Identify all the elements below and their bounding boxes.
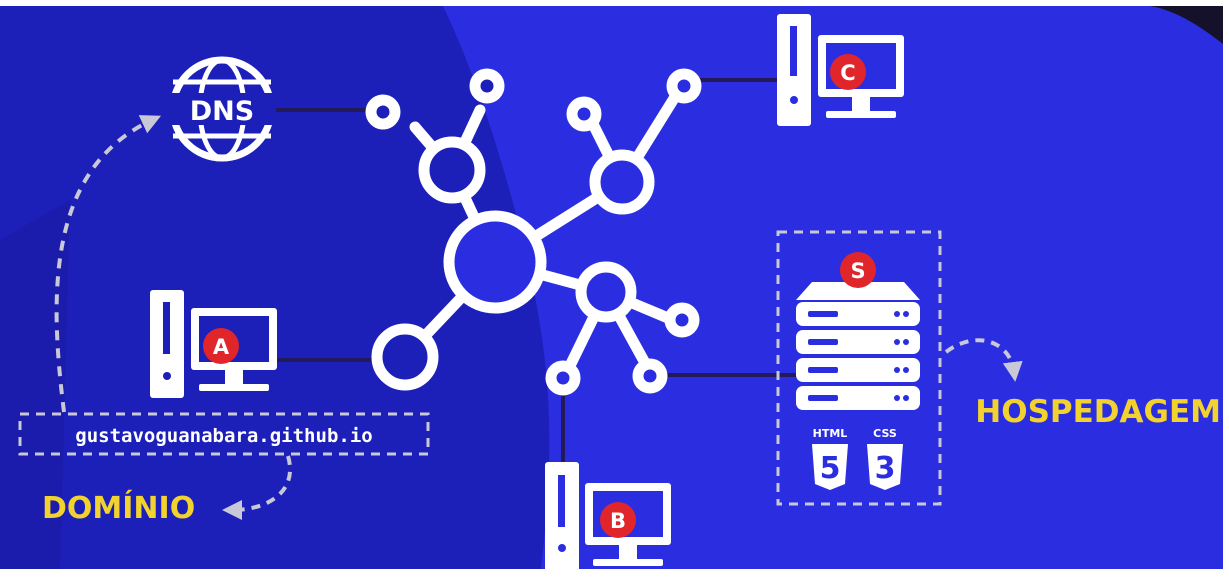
background-blob — [0, 0, 550, 575]
server-group: S HTML 5 CSS 3 — [776, 230, 942, 506]
top-border — [0, 0, 1229, 6]
server-badge — [840, 252, 876, 288]
graph-node — [371, 323, 439, 391]
graph-leaf-node — [469, 68, 505, 104]
domain-url: gustavoguanabara.github.io — [75, 425, 372, 447]
bottom-border — [0, 569, 1229, 575]
domain-caption-arrow — [222, 455, 292, 520]
html-label: HTML — [813, 427, 848, 440]
graph-leaf-node — [566, 96, 602, 132]
css-number: 3 — [875, 451, 896, 486]
graph-node — [589, 149, 655, 215]
computer-c-badge — [830, 54, 866, 90]
html-number: 5 — [820, 451, 841, 486]
computer-a-icon: A — [150, 290, 277, 398]
computer-a-badge — [203, 328, 239, 364]
hosting-caption: HOSPEDAGEM — [975, 394, 1221, 430]
domain-caption: DOMÍNIO — [42, 490, 195, 526]
domain-to-dns-arrow — [54, 115, 162, 413]
graph-leaf-node — [365, 94, 401, 130]
computer-b-icon: B — [545, 462, 671, 577]
computer-b-label: B — [610, 509, 626, 533]
server-dashed-frame — [776, 230, 942, 506]
background-wedge — [0, 200, 70, 575]
corner-shadow — [1150, 6, 1223, 44]
graph-node — [575, 261, 637, 323]
dns-globe-icon: DNS — [168, 56, 276, 162]
server-stack-icon — [796, 282, 920, 410]
server-badge-label: S — [850, 259, 865, 283]
computer-c-label: C — [840, 61, 855, 85]
graph-leaf-node — [664, 302, 700, 338]
computer-c-icon: C — [777, 14, 904, 126]
computer-b-badge — [600, 502, 636, 538]
html5-icon: HTML 5 — [812, 427, 848, 490]
computer-a-label: A — [213, 335, 230, 359]
css-label: CSS — [873, 427, 897, 440]
css3-icon: CSS 3 — [867, 427, 903, 490]
graph-leaf-node — [666, 68, 702, 104]
right-border — [1223, 0, 1229, 575]
graph-hub-node — [443, 210, 547, 314]
graph-leaf-node — [545, 360, 581, 396]
graph-node — [418, 136, 486, 204]
network-graph — [365, 68, 702, 396]
graph-leaf-node — [632, 358, 668, 394]
dns-label: DNS — [190, 96, 254, 127]
